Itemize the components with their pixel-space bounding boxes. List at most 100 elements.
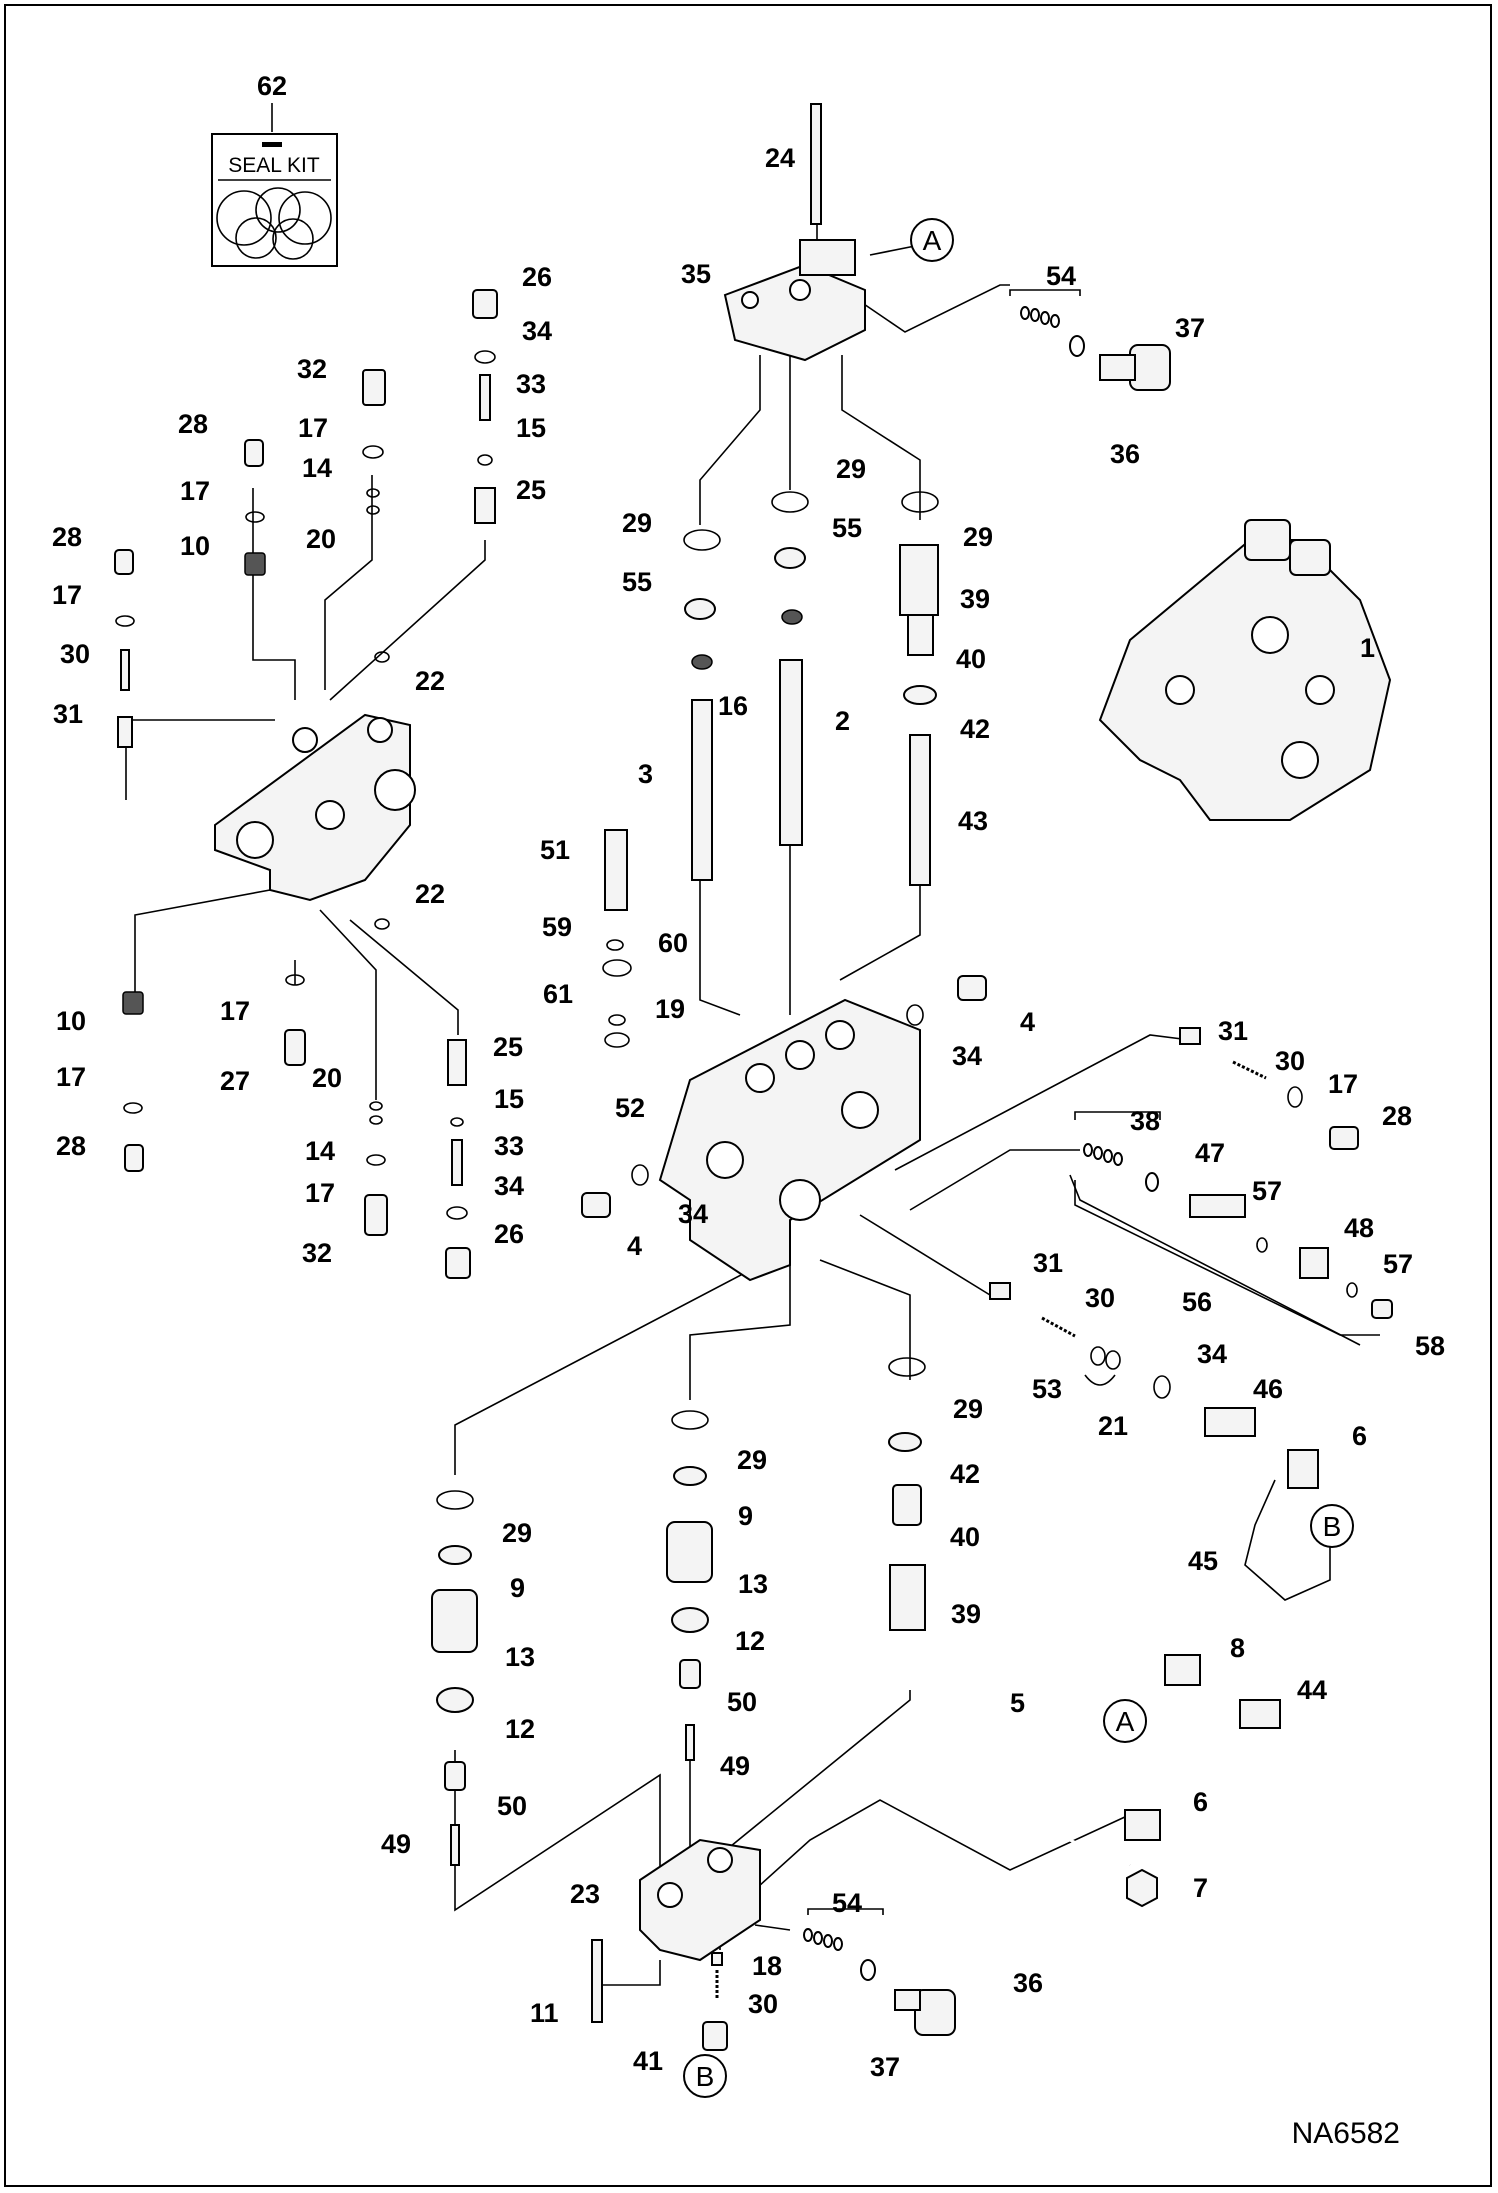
callout-3: 3 bbox=[638, 759, 653, 789]
callout-17-c: 17 bbox=[52, 580, 82, 610]
callout-22-b: 22 bbox=[415, 879, 445, 909]
callout-34-a: 34 bbox=[952, 1041, 982, 1071]
callout-4-b: 4 bbox=[627, 1231, 642, 1261]
callout-9-a: 9 bbox=[510, 1573, 525, 1603]
callout-19: 19 bbox=[655, 994, 685, 1024]
callout-50-a: 50 bbox=[497, 1791, 527, 1821]
ref-marker-b-right: B bbox=[1323, 1511, 1342, 1542]
callout-29-a: 29 bbox=[622, 508, 652, 538]
callout-58: 58 bbox=[1415, 1331, 1445, 1361]
callout-28-c: 28 bbox=[56, 1131, 86, 1161]
callout-39-top: 39 bbox=[960, 584, 990, 614]
callout-61: 61 bbox=[543, 979, 573, 1009]
callout-20-top: 20 bbox=[306, 524, 336, 554]
callout-44: 44 bbox=[1297, 1675, 1327, 1705]
callout-13-b: 13 bbox=[738, 1569, 768, 1599]
seal-kit-number: 62 bbox=[257, 71, 287, 101]
callout-20-bottom: 20 bbox=[312, 1063, 342, 1093]
callout-13-a: 13 bbox=[505, 1642, 535, 1672]
callout-5: 5 bbox=[1010, 1688, 1025, 1718]
callout-31-left: 31 bbox=[53, 699, 83, 729]
callout-37-top: 37 bbox=[1175, 313, 1205, 343]
callout-9-b: 9 bbox=[738, 1501, 753, 1531]
callout-52: 52 bbox=[615, 1093, 645, 1123]
callout-55-a: 55 bbox=[622, 567, 652, 597]
callout-42-top: 42 bbox=[960, 714, 990, 744]
callout-4-a: 4 bbox=[1020, 1007, 1035, 1037]
callout-53: 53 bbox=[1032, 1374, 1062, 1404]
callout-12-b: 12 bbox=[735, 1626, 765, 1656]
callout-57-b: 57 bbox=[1383, 1249, 1413, 1279]
callout-10-top: 10 bbox=[180, 531, 210, 561]
callout-12-a: 12 bbox=[505, 1714, 535, 1744]
callout-14-bottom: 14 bbox=[305, 1136, 335, 1166]
callout-42-bottom: 42 bbox=[950, 1459, 980, 1489]
callout-22-a: 22 bbox=[415, 666, 445, 696]
callout-29-d: 29 bbox=[502, 1518, 532, 1548]
callout-17-b: 17 bbox=[180, 476, 210, 506]
diagram-border bbox=[4, 4, 1492, 2187]
callout-25-top: 25 bbox=[516, 475, 546, 505]
callout-26-bottom: 26 bbox=[494, 1219, 524, 1249]
callout-48: 48 bbox=[1344, 1213, 1374, 1243]
callout-15-top: 15 bbox=[516, 413, 546, 443]
ref-marker-a-top: A bbox=[923, 225, 942, 256]
callout-34-bottom: 34 bbox=[494, 1171, 524, 1201]
callout-29-c: 29 bbox=[963, 522, 993, 552]
callout-56: 56 bbox=[1182, 1287, 1212, 1317]
callout-36-top: 36 bbox=[1110, 439, 1140, 469]
callout-16: 16 bbox=[718, 691, 748, 721]
callout-17-a: 17 bbox=[298, 413, 328, 443]
drawing-code: NA6582 bbox=[1292, 2117, 1400, 2150]
group-brackets bbox=[807, 289, 1380, 1915]
callout-14-top: 14 bbox=[302, 453, 332, 483]
callout-24: 24 bbox=[765, 143, 795, 173]
callout-30-a: 30 bbox=[1275, 1046, 1305, 1076]
callout-25-bottom: 25 bbox=[493, 1032, 523, 1062]
callout-34-top: 34 bbox=[522, 316, 552, 346]
callout-57-a: 57 bbox=[1252, 1176, 1282, 1206]
callout-28-a: 28 bbox=[178, 409, 208, 439]
callout-50-b: 50 bbox=[727, 1687, 757, 1717]
callout-28-right: 28 bbox=[1382, 1101, 1412, 1131]
callout-37-bottom: 37 bbox=[870, 2052, 900, 2082]
callout-38: 38 bbox=[1130, 1106, 1160, 1136]
callout-17-right: 17 bbox=[1328, 1069, 1358, 1099]
part-shapes bbox=[114, 103, 1393, 2051]
callout-36-bottom: 36 bbox=[1013, 1968, 1043, 1998]
callout-6-a: 6 bbox=[1352, 1421, 1367, 1451]
callout-59: 59 bbox=[542, 912, 572, 942]
ref-marker-a-bottom: A bbox=[1116, 1706, 1135, 1737]
callout-10-bottom: 10 bbox=[56, 1006, 86, 1036]
callout-46: 46 bbox=[1253, 1374, 1283, 1404]
callout-31-b: 31 bbox=[1033, 1248, 1063, 1278]
callout-54-bottom: 54 bbox=[832, 1888, 862, 1918]
callout-18: 18 bbox=[752, 1951, 782, 1981]
callout-51: 51 bbox=[540, 835, 570, 865]
callout-49-a: 49 bbox=[381, 1829, 411, 1859]
callout-17-e: 17 bbox=[56, 1062, 86, 1092]
callout-6-b: 6 bbox=[1193, 1787, 1208, 1817]
callout-1: 1 bbox=[1360, 633, 1375, 663]
callout-17-f: 17 bbox=[305, 1178, 335, 1208]
callout-32-bottom: 32 bbox=[302, 1238, 332, 1268]
callout-41: 41 bbox=[633, 2046, 663, 2076]
callout-30-b: 30 bbox=[1085, 1283, 1115, 1313]
leader-lines bbox=[125, 110, 1361, 1986]
seal-kit-box: 62 SEAL KIT bbox=[211, 71, 338, 267]
callout-27: 27 bbox=[220, 1066, 250, 1096]
callout-34-b: 34 bbox=[678, 1199, 708, 1229]
callout-11: 11 bbox=[530, 1998, 559, 2028]
seal-kit-label: SEAL KIT bbox=[228, 154, 320, 177]
callout-28-b: 28 bbox=[52, 522, 82, 552]
callout-29-f: 29 bbox=[953, 1394, 983, 1424]
callout-49-b: 49 bbox=[720, 1751, 750, 1781]
callout-43: 43 bbox=[958, 806, 988, 836]
callout-29-e: 29 bbox=[737, 1445, 767, 1475]
callout-45: 45 bbox=[1188, 1546, 1218, 1576]
callout-8: 8 bbox=[1230, 1633, 1245, 1663]
callout-47: 47 bbox=[1195, 1138, 1225, 1168]
callout-21: 21 bbox=[1098, 1411, 1128, 1441]
